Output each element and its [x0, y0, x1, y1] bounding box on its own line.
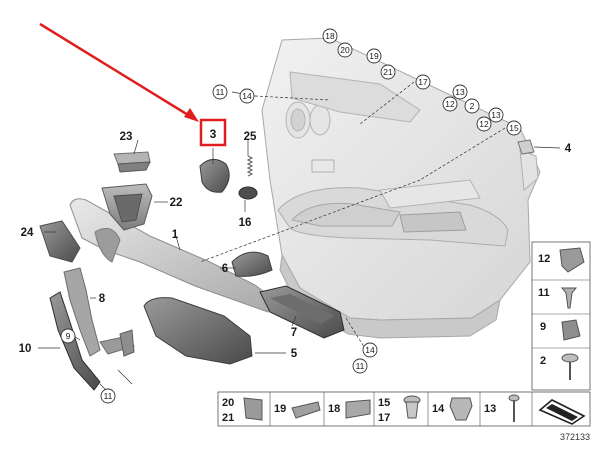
legend-20: 20: [222, 397, 234, 409]
label-10: 10: [19, 343, 32, 355]
label-25: 25: [244, 131, 257, 143]
label-5: 5: [291, 348, 298, 360]
legend-2: 2: [540, 355, 546, 367]
callout-20: 20: [340, 45, 350, 55]
callout-labels: 18 20 19 21 11 14 17 13 12 2 13 12 15 14…: [66, 31, 519, 401]
label-4: 4: [565, 143, 572, 155]
part-inlay-24: [39, 220, 81, 263]
callout-15: 15: [509, 123, 519, 133]
part-armrest-5: [143, 297, 253, 365]
callout-17: 17: [418, 77, 428, 87]
leader-lines: [38, 81, 561, 393]
callout-21: 21: [383, 67, 393, 77]
callout-12-a: 12: [445, 99, 455, 109]
callout-13-a: 13: [455, 87, 465, 97]
callout-9: 9: [66, 331, 71, 341]
callout-13-b: 13: [491, 110, 501, 120]
part-handle-8: [63, 267, 135, 357]
legend-11: 11: [538, 287, 550, 299]
label-8: 8: [99, 293, 106, 305]
callout-12-b: 12: [479, 119, 489, 129]
legend-13: 13: [484, 403, 496, 415]
callout-11-b: 11: [356, 361, 365, 371]
label-6: 6: [222, 263, 228, 275]
label-7: 7: [291, 327, 297, 339]
highlight-box: [199, 118, 227, 147]
hardware-legend-bottom: 20 21 19 18 15 17 14 13: [217, 391, 591, 427]
part-spring-25: [246, 155, 254, 177]
part-pocket-22: [101, 183, 153, 231]
document-number: 372133: [560, 432, 590, 442]
callout-11-c: 11: [104, 391, 113, 401]
callout-2: 2: [470, 101, 475, 111]
legend-18: 18: [328, 403, 340, 415]
legend-17: 17: [378, 412, 390, 424]
part-trim-6: [231, 251, 273, 277]
part-clip-4: [517, 139, 535, 155]
callout-19: 19: [369, 51, 379, 61]
legend-21: 21: [222, 412, 234, 424]
label-24: 24: [21, 227, 34, 239]
hardware-legend-right: 12 11 9 2: [531, 241, 591, 391]
legend-19: 19: [274, 403, 286, 415]
part-cover-23: [113, 151, 151, 173]
door-panel: [261, 37, 541, 339]
label-3: 3: [210, 127, 217, 141]
legend-15: 15: [378, 397, 390, 409]
legend-9: 9: [540, 321, 546, 333]
label-1: 1: [172, 229, 179, 241]
legend-12: 12: [538, 253, 550, 265]
callout-18: 18: [325, 31, 335, 41]
part-grip-10: [49, 291, 101, 391]
label-16: 16: [239, 217, 252, 229]
callout-14-a: 14: [242, 91, 252, 101]
part-trim-7: [259, 285, 345, 339]
callout-bubbles: [60, 28, 522, 404]
part-cap-16: [238, 186, 258, 200]
callout-11-a: 11: [216, 87, 225, 97]
part-labels: 3 23 25 4 22 16 24 1 6 8 7 10 5: [19, 127, 572, 360]
legend-14: 14: [432, 403, 445, 415]
part-cover-3: [199, 159, 230, 193]
highlight-arrow: [39, 22, 199, 122]
callout-14-b: 14: [365, 345, 375, 355]
label-23: 23: [120, 131, 133, 143]
label-22: 22: [170, 197, 183, 209]
